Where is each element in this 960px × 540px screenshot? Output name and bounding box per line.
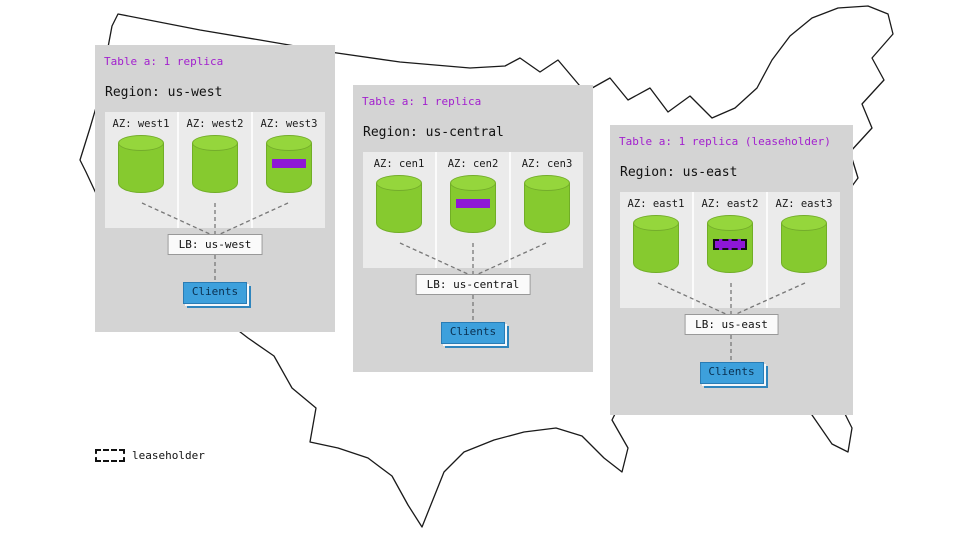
az-east3: AZ: east3 [768,192,840,308]
legend-label: leaseholder [132,449,205,462]
az-cen3: AZ: cen3 [511,152,583,268]
replica-cylinder [633,215,679,279]
clients-box: Clients [699,362,764,384]
replica-cylinder [524,175,570,239]
az-west2: AZ: west2 [179,112,251,228]
az-cen1: AZ: cen1 [363,152,435,268]
az-east1: AZ: east1 [620,192,692,308]
az-label: AZ: west1 [112,118,170,130]
leaseholder-band [713,239,747,250]
replica-cylinder [376,175,422,239]
replica-cylinder-with-range [450,175,496,239]
replica-cylinder [192,135,238,199]
load-balancer-us-central: LB: us-central [415,274,531,295]
az-label: AZ: cen1 [373,158,425,170]
az-label: AZ: cen2 [447,158,499,170]
clients-box: Clients [183,282,247,304]
region-label: Region: us-west [105,85,223,100]
table-replica-leaseholder-label: Table a: 1 replica (leaseholder) [619,135,831,148]
az-container: AZ: cen1 AZ: cen2 AZ: cen3 [363,152,583,268]
replica-cylinder [781,215,827,279]
replica-cylinder-with-range [266,135,312,199]
az-west1: AZ: west1 [105,112,177,228]
az-container: AZ: east1 AZ: east2 AZ: east3 [620,192,840,308]
az-east2: AZ: east2 [694,192,766,308]
replica-cylinder [118,135,164,199]
leaseholder-swatch-icon [95,449,125,462]
load-balancer-us-west: LB: us-west [167,234,263,255]
az-label: AZ: west2 [186,118,244,130]
az-container: AZ: west1 AZ: west2 AZ: west3 [105,112,325,228]
legend: leaseholder [95,449,205,462]
az-label: AZ: east1 [627,198,685,210]
leaseholder-cylinder [707,215,753,279]
clients-box: Clients [441,322,505,344]
az-label: AZ: west3 [260,118,318,130]
region-label: Region: us-central [363,125,504,140]
region-panel-us-east: Table a: 1 replica (leaseholder) Region:… [610,125,853,415]
replica-band [272,159,306,168]
replica-band [456,199,490,208]
table-replica-label: Table a: 1 replica [362,95,482,108]
az-label: AZ: east2 [701,198,759,210]
az-west3: AZ: west3 [253,112,325,228]
region-panel-us-central: Table a: 1 replica Region: us-central AZ… [353,85,593,372]
az-cen2: AZ: cen2 [437,152,509,268]
load-balancer-us-east: LB: us-east [684,314,779,335]
region-panel-us-west: Table a: 1 replica Region: us-west AZ: w… [95,45,335,332]
az-label: AZ: cen3 [521,158,573,170]
table-replica-label: Table a: 1 replica [104,55,224,68]
az-label: AZ: east3 [775,198,833,210]
region-label: Region: us-east [620,165,738,180]
